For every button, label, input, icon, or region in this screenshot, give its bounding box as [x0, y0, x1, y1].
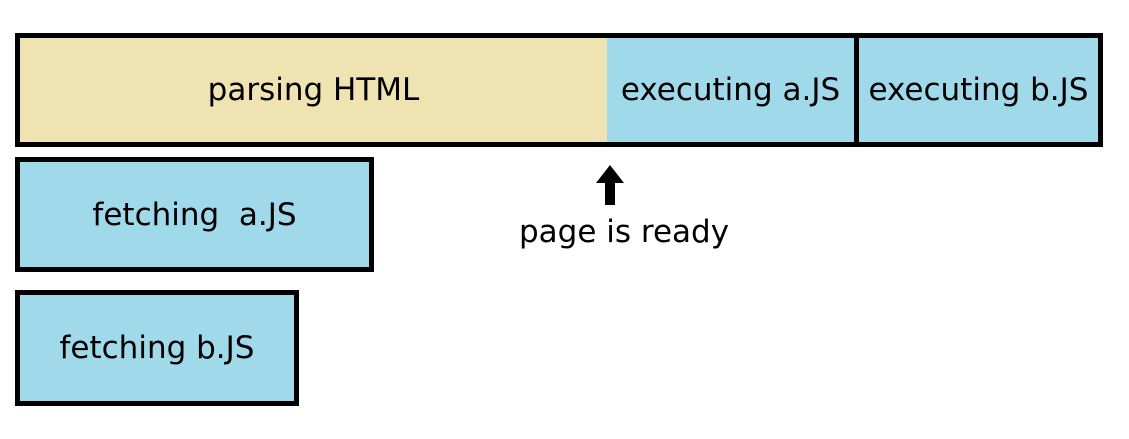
executing-a-js-block: executing a.JS: [607, 33, 859, 147]
page-ready-label: page is ready: [519, 214, 730, 250]
executing-b-js-label: executing b.JS: [868, 72, 1089, 108]
fetching-a-js-block: fetching a.JS: [15, 157, 374, 272]
executing-a-js-label: executing a.JS: [620, 72, 841, 108]
parsing-html-label: parsing HTML: [207, 72, 420, 108]
fetching-a-js-label: fetching a.JS: [92, 196, 297, 233]
parsing-html-block: parsing HTML: [15, 33, 612, 147]
fetching-b-js-block: fetching b.JS: [15, 290, 299, 406]
up-arrow-icon: [596, 165, 624, 205]
executing-b-js-block: executing b.JS: [854, 33, 1103, 147]
fetching-b-js-label: fetching b.JS: [59, 330, 255, 366]
